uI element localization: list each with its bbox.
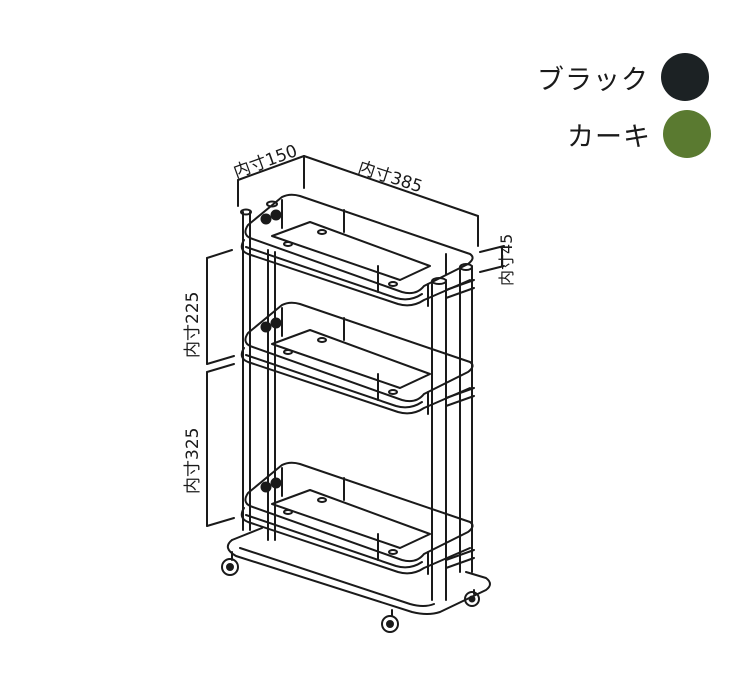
legend-label-khaki: カーキ — [567, 121, 651, 153]
dimension-rim-height — [479, 245, 505, 273]
side-crossbars — [445, 279, 475, 569]
label-width: 内寸385 — [355, 158, 424, 198]
label-upper-gap: 内寸225 — [183, 292, 203, 358]
base-frame — [226, 527, 491, 615]
dimension-lower-gap — [206, 363, 235, 527]
caster-back-right — [464, 589, 480, 607]
basket-tier-middle — [240, 301, 474, 415]
label-depth: 内寸150 — [231, 141, 300, 183]
legend-item-khaki: カーキ — [567, 110, 711, 158]
caster-front-right — [381, 609, 399, 633]
label-rim-height: 内寸45 — [497, 234, 516, 286]
dimension-depth — [237, 155, 305, 207]
dimension-upper-gap — [206, 249, 235, 365]
basket-tier-bottom — [240, 461, 474, 575]
legend-item-black: ブラック — [537, 53, 709, 101]
dimension-width — [303, 155, 479, 247]
color-swatch-khaki-icon — [663, 110, 711, 158]
color-swatch-black-icon — [661, 53, 709, 101]
caster-front-left — [221, 551, 239, 576]
basket-tier-top — [240, 193, 474, 307]
label-lower-gap: 内寸325 — [183, 428, 203, 494]
frame-posts — [240, 200, 473, 601]
legend-label-black: ブラック — [537, 64, 649, 96]
